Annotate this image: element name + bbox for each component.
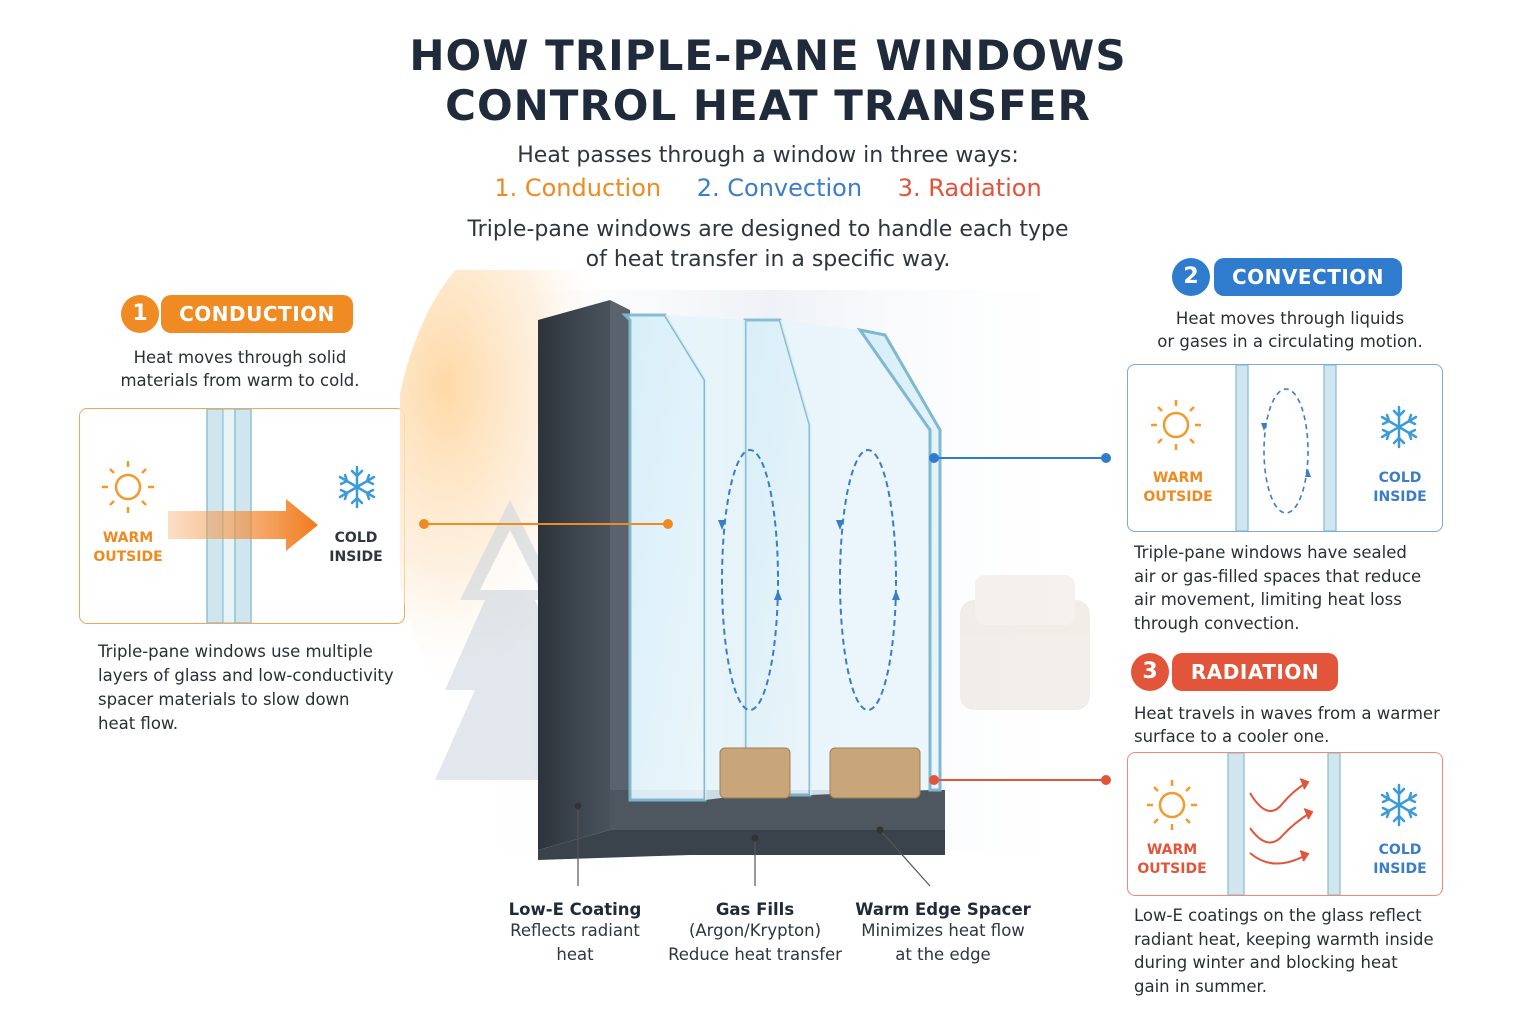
radiation-cold-label-2: INSIDE: [1373, 861, 1427, 877]
conduction-body-line-2: layers of glass and low-conductivity: [98, 666, 394, 685]
snowflake-icon: [1380, 405, 1418, 449]
lowe-coating-label: Low-E Coating Reflects radiant heat: [495, 900, 655, 967]
gas-line-1: (Argon/Krypton): [688, 921, 822, 940]
radiation-warm-label-1: WARM: [1146, 842, 1198, 858]
conduction-body-line-3: spacer materials to slow down: [98, 690, 350, 709]
snowflake-icon: [338, 465, 376, 509]
convection-desc-line-1: Heat moves through liquids: [1175, 309, 1405, 328]
convection-body-line-3: air movement, limiting heat loss: [1134, 590, 1402, 609]
conduction-warm-label-1: WARM: [102, 530, 154, 546]
intro-text: Heat passes through a window in three wa…: [517, 143, 1019, 168]
convection-label-pill: CONVECTION: [1214, 258, 1402, 296]
way-convection: 2. Convection: [696, 174, 863, 202]
convection-warm-label-2: OUTSIDE: [1143, 489, 1213, 505]
radiation-desc-line-2: surface to a cooler one.: [1134, 727, 1330, 746]
convection-diagram-box: WARM OUTSIDE COLD INSIDE: [1127, 364, 1443, 532]
sun-icon: [102, 461, 154, 513]
spacer-title: Warm Edge Spacer: [855, 900, 1031, 919]
way-conduction: 1. Conduction: [494, 174, 662, 202]
convection-number-badge: 2: [1172, 258, 1210, 296]
convection-body-line-1: Triple-pane windows have sealed: [1134, 543, 1407, 562]
way-radiation: 3. Radiation: [897, 174, 1042, 202]
convection-desc-line-2: or gases in a circulating motion.: [1157, 332, 1423, 351]
radiation-desc-line-1: Heat travels in waves from a warmer: [1134, 704, 1440, 723]
radiation-body-line-1: Low-E coatings on the glass reflect: [1134, 906, 1422, 925]
conduction-label-pill: CONDUCTION: [161, 295, 353, 333]
conduction-body: Triple-pane windows use multiple layers …: [98, 640, 418, 736]
convection-body: Triple-pane windows have sealed air or g…: [1134, 541, 1474, 635]
ways-list: 1. Conduction 2. Convection 3. Radiation: [0, 174, 1536, 202]
convection-body-line-2: air or gas-filled spaces that reduce: [1134, 566, 1422, 586]
lowe-line-1: Reflects radiant: [510, 921, 640, 940]
radiation-body-line-4: gain in summer.: [1134, 976, 1268, 996]
radiation-body: Low-E coatings on the glass reflect radi…: [1134, 904, 1474, 998]
radiation-warm-label-2: OUTSIDE: [1137, 861, 1207, 877]
conduction-number-badge: 1: [121, 295, 159, 333]
conduction-body-line-1: Triple-pane windows use multiple: [98, 642, 373, 661]
conduction-arrow-icon: [168, 499, 318, 551]
lowe-line-2: heat: [556, 945, 594, 964]
radiation-body-line-3: during winter and blocking heat: [1134, 953, 1398, 972]
conduction-warm-label-2: OUTSIDE: [93, 549, 163, 565]
sun-icon: [1147, 780, 1197, 830]
conduction-cold-label-1: COLD: [334, 530, 378, 546]
radiation-wave-arrows: [1249, 778, 1314, 865]
sun-icon: [1151, 400, 1201, 450]
radiation-body-line-2: radiant heat, keeping warmth inside: [1134, 929, 1434, 949]
spacer-line-2: at the edge: [895, 945, 991, 964]
conduction-diagram-box: WARM OUTSIDE COLD INSIDE: [79, 408, 405, 624]
window-illustration: [400, 270, 1100, 860]
lowe-title: Low-E Coating: [508, 900, 642, 919]
spacer-line-1: Minimizes heat flow: [861, 921, 1025, 940]
sofa-icon: [960, 575, 1090, 710]
gas-fills-label: Gas Fills (Argon/Krypton) Reduce heat tr…: [665, 900, 845, 967]
radiation-diagram-box: WARM OUTSIDE COLD INSIDE: [1127, 752, 1443, 896]
conduction-desc-line-1: Heat moves through solid: [133, 348, 347, 367]
snowflake-icon: [1380, 783, 1418, 827]
title-line-2: CONTROL HEAT TRANSFER: [445, 81, 1091, 130]
convection-cold-label-2: INSIDE: [1373, 489, 1427, 505]
radiation-cold-label-1: COLD: [1378, 842, 1422, 858]
warm-edge-spacer-label: Warm Edge Spacer Minimizes heat flow at …: [853, 900, 1033, 967]
convection-cold-label-1: COLD: [1378, 470, 1422, 486]
conduction-cold-label-2: INSIDE: [329, 549, 383, 565]
gas-title: Gas Fills: [715, 900, 795, 919]
convection-warm-label-1: WARM: [1152, 470, 1204, 486]
radiation-label-pill: RADIATION: [1172, 653, 1338, 691]
design-line-1: Triple-pane windows are designed to hand…: [467, 217, 1069, 242]
conduction-desc-line-2: materials from warm to cold.: [120, 371, 360, 390]
conduction-body-line-4: heat flow.: [98, 714, 179, 733]
title-line-1: HOW TRIPLE-PANE WINDOWS: [409, 31, 1127, 80]
convection-body-line-4: through convection.: [1134, 613, 1300, 633]
gas-line-2: Reduce heat transfer: [668, 945, 842, 964]
radiation-number-badge: 3: [1131, 653, 1169, 691]
design-line-2: of heat transfer in a specific way.: [585, 247, 951, 272]
